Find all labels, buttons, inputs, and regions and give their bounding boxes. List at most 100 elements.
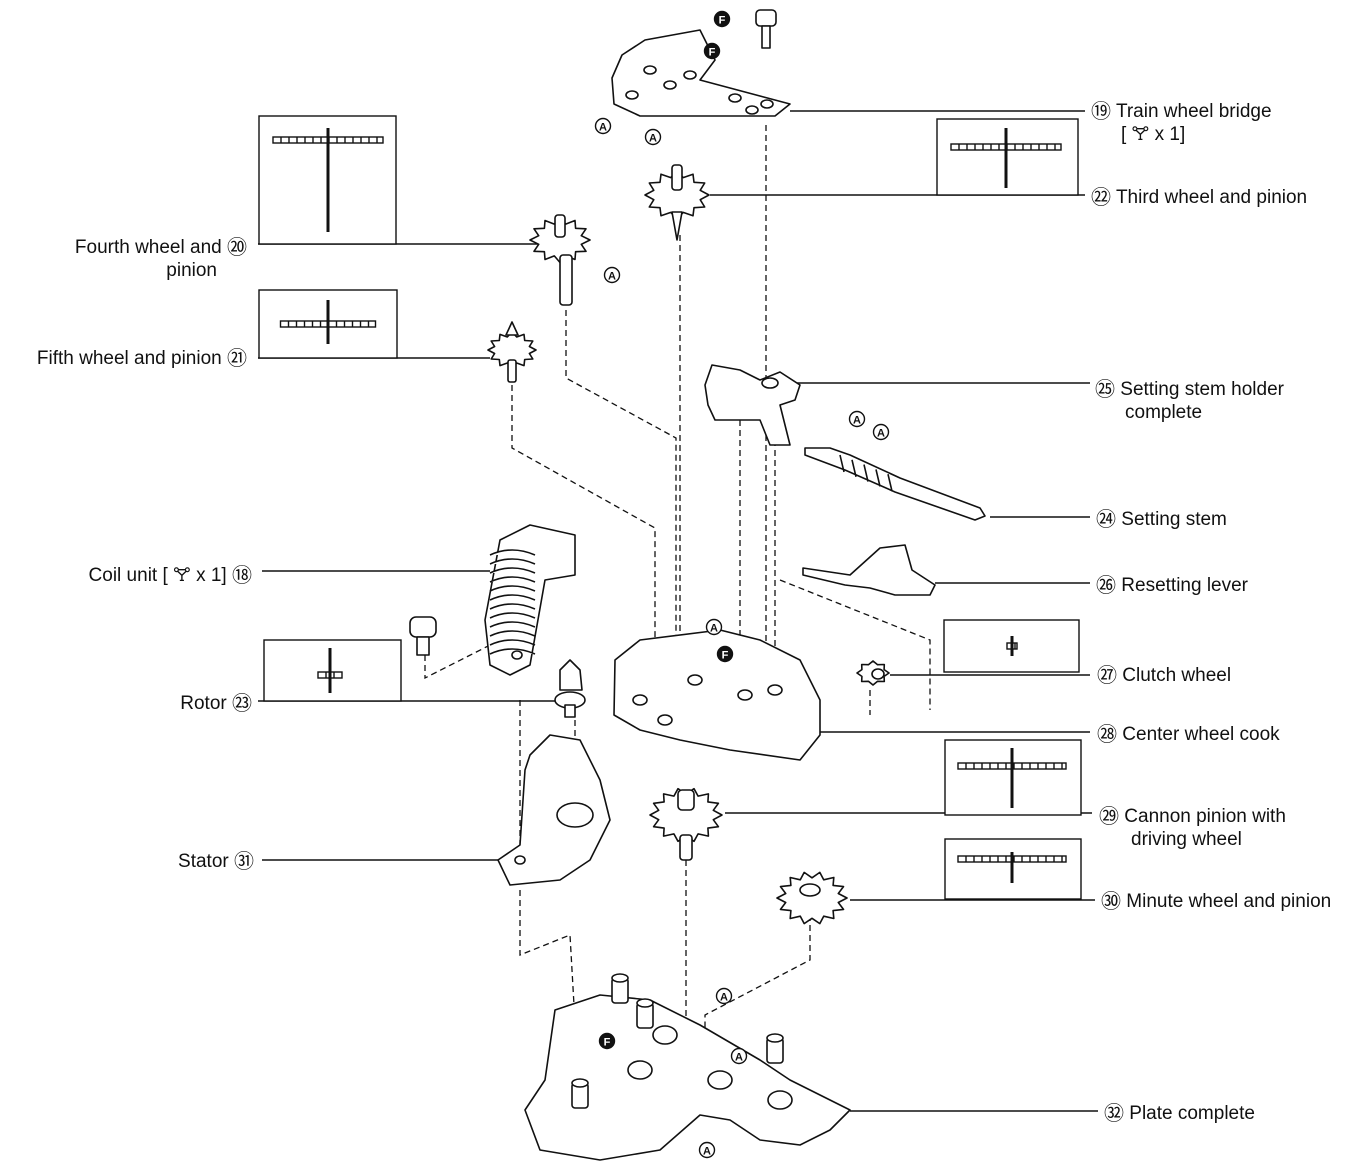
detail-inset-box xyxy=(943,619,1080,673)
svg-text:A: A xyxy=(720,992,728,1004)
label-cannon-pinion: ㉙ Cannon pinion with driving wheel xyxy=(1099,805,1286,851)
cannon-pinion xyxy=(649,787,723,861)
detail-inset-box xyxy=(263,639,402,702)
oil-marker-a-icon: A xyxy=(848,410,866,428)
part-name-line2: driving wheel xyxy=(1131,829,1242,850)
oil-marker-f-icon: F xyxy=(703,42,721,60)
svg-text:A: A xyxy=(877,428,885,440)
part-number: ㉖ xyxy=(1096,573,1116,597)
part-name: Rotor xyxy=(180,693,227,714)
part-name: Resetting lever xyxy=(1121,575,1249,596)
svg-text:A: A xyxy=(735,1052,743,1064)
part-name: Third wheel and pinion xyxy=(1115,187,1308,208)
assembly-guide-line xyxy=(704,905,811,1060)
inset-minute-wheel xyxy=(957,852,1067,883)
part-number: ㉘ xyxy=(1097,722,1117,746)
inset-cannon-pinion xyxy=(957,748,1067,808)
part-number: ㉒ xyxy=(1091,185,1111,209)
label-fifth-wheel: Fifth wheel and pinion ㉑ xyxy=(37,347,247,370)
part-name: Train wheel bridge xyxy=(1115,101,1272,122)
assembly-guide-line xyxy=(424,639,501,680)
setting-stem xyxy=(804,447,986,521)
assembly-guide-line xyxy=(519,890,581,1111)
oil-marker-a-icon: A xyxy=(603,266,621,284)
assembly-guide-line xyxy=(511,385,656,690)
part-number: ⑳ xyxy=(227,235,247,259)
rotor xyxy=(554,659,586,718)
inset-clutch-wheel xyxy=(1006,636,1018,656)
part-number: ㉛ xyxy=(234,849,254,873)
resetting-lever xyxy=(802,544,936,596)
label-train-wheel-bridge: ⑲ Train wheel bridge [ 🝖 x 1] xyxy=(1091,100,1272,146)
third-wheel xyxy=(644,164,710,241)
part-name-line2: pinion xyxy=(166,260,217,281)
label-third-wheel: ㉒ Third wheel and pinion xyxy=(1091,186,1307,209)
label-fourth-wheel: Fourth wheel and ⑳ pinion xyxy=(75,236,247,282)
svg-text:F: F xyxy=(719,15,726,27)
inset-fifth-wheel xyxy=(279,300,377,344)
svg-text:F: F xyxy=(604,1037,611,1049)
oil-marker-a-icon: A xyxy=(644,128,662,146)
inset-rotor xyxy=(317,648,343,693)
oil-marker-a-icon: A xyxy=(594,117,612,135)
stator xyxy=(497,734,611,886)
coil-unit xyxy=(484,524,576,676)
part-number: ㉗ xyxy=(1097,663,1117,687)
fifth-wheel xyxy=(487,321,537,383)
part-name: Plate complete xyxy=(1129,1103,1255,1124)
part-number: ㉔ xyxy=(1096,507,1116,531)
part-name: Center wheel cook xyxy=(1122,724,1280,745)
oil-marker-f-icon: F xyxy=(713,10,731,28)
part-number: ㉚ xyxy=(1101,889,1121,913)
part-name-line2: complete xyxy=(1125,402,1203,423)
part-number: ㉙ xyxy=(1099,804,1119,828)
part-number: ㉕ xyxy=(1095,377,1115,401)
label-plate-complete: ㉜ Plate complete xyxy=(1104,1102,1255,1125)
label-clutch-wheel: ㉗ Clutch wheel xyxy=(1097,664,1231,687)
part-number: ⑱ xyxy=(232,563,252,587)
part-name: Minute wheel and pinion xyxy=(1126,891,1332,912)
svg-text:A: A xyxy=(710,623,718,635)
oil-marker-a-icon: A xyxy=(698,1141,716,1159)
setting-stem-holder xyxy=(704,364,801,446)
label-stator: Stator ㉛ xyxy=(178,850,254,873)
label-rotor: Rotor ㉓ xyxy=(180,692,252,715)
label-minute-wheel: ㉚ Minute wheel and pinion xyxy=(1101,890,1331,913)
svg-text:A: A xyxy=(703,1146,711,1158)
inset-third-wheel xyxy=(950,128,1062,188)
svg-text:A: A xyxy=(649,133,657,145)
part-name: Clutch wheel xyxy=(1122,665,1232,686)
label-setting-stem: ㉔ Setting stem xyxy=(1096,508,1227,531)
part-number: ㉓ xyxy=(232,691,252,715)
part-name: Fourth wheel and xyxy=(74,237,222,258)
fourth-wheel xyxy=(529,214,591,306)
oil-marker-a-icon: A xyxy=(715,987,733,1005)
clutch-wheel xyxy=(856,660,890,686)
part-number: ㉑ xyxy=(227,346,247,370)
part-number: ㉜ xyxy=(1104,1101,1124,1125)
oil-marker-f-icon: F xyxy=(716,645,734,663)
label-coil-unit: Coil unit [ 🝖 x 1] ⑱ xyxy=(89,564,252,587)
label-center-wheel-cook: ㉘ Center wheel cook xyxy=(1097,723,1280,746)
svg-text:A: A xyxy=(599,122,607,134)
part-name: Coil unit [ 🝖 x 1] xyxy=(88,565,227,586)
oil-marker-a-icon: A xyxy=(705,618,723,636)
bridge-screw xyxy=(755,9,777,49)
oil-marker-a-icon: A xyxy=(730,1047,748,1065)
label-resetting-lever: ㉖ Resetting lever xyxy=(1096,574,1248,597)
part-name: Stator xyxy=(178,851,229,872)
svg-text:F: F xyxy=(722,650,729,662)
part-name: Fifth wheel and pinion xyxy=(36,348,222,369)
part-number: ⑲ xyxy=(1091,99,1111,123)
assembly-guide-line xyxy=(565,310,677,640)
inset-fourth-wheel xyxy=(272,128,384,232)
label-setting-stem-holder: ㉕ Setting stem holder complete xyxy=(1095,378,1284,424)
assembly-guide-line xyxy=(779,579,931,710)
oil-marker-f-icon: F xyxy=(598,1032,616,1050)
svg-text:A: A xyxy=(853,415,861,427)
screw-count: [ 🝖 x 1] xyxy=(1121,124,1186,145)
train-wheel-bridge xyxy=(611,29,791,117)
svg-text:F: F xyxy=(709,47,716,59)
minute-wheel xyxy=(776,871,848,925)
